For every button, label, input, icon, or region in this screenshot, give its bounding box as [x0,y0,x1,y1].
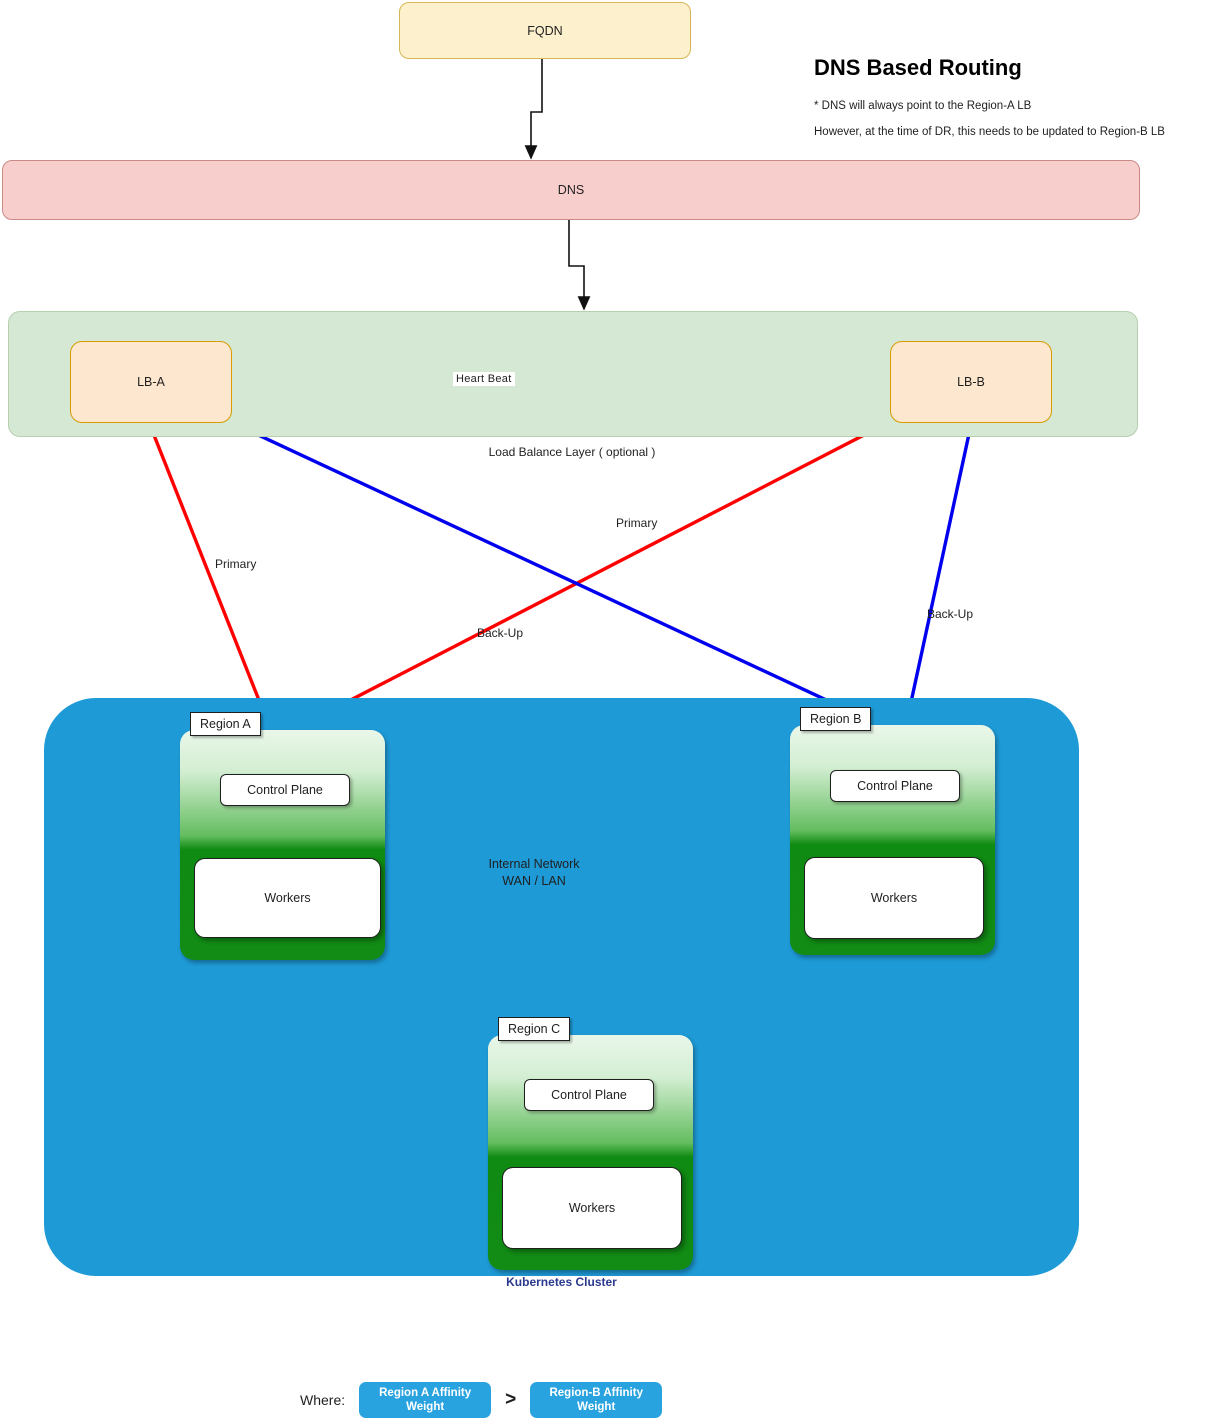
region-a-card[interactable]: Region A Control Plane Workers [180,712,385,960]
region-c-workers[interactable]: Workers [502,1167,682,1249]
dns-node[interactable]: DNS [2,160,1140,220]
lb-a-node[interactable]: LB-A [70,341,232,423]
legend: Where: Region A Affinity Weight > Region… [300,1382,663,1418]
region-c-control-plane[interactable]: Control Plane [524,1079,654,1111]
region-b-workers[interactable]: Workers [804,857,984,939]
region-c-tag: Region C [498,1017,571,1041]
lb-b-label: LB-B [957,375,985,389]
route-lba-primary [146,419,274,737]
region-a-tag: Region A [190,712,261,736]
region-b-tag: Region B [800,707,872,731]
internal-network-line2: WAN / LAN [502,874,566,888]
fqdn-label: FQDN [527,23,563,38]
route-label-backup-a: Back-Up [477,626,524,640]
kubernetes-cluster-caption: Kubernetes Cluster [506,1275,617,1289]
route-label-backup-b: Back-Up [927,607,974,621]
heartbeat-label: Heart Beat [453,372,515,386]
route-label-primary-a: Primary [215,557,257,571]
legend-pill-region-a: Region A Affinity Weight [359,1382,492,1418]
lb-a-label: LB-A [137,375,165,389]
route-lba-backup [225,418,901,735]
fqdn-node[interactable]: FQDN [399,2,691,59]
region-b-control-plane[interactable]: Control Plane [830,770,960,802]
lb-b-node[interactable]: LB-B [890,341,1052,423]
internal-network-label: Internal Network WAN / LAN [454,856,614,890]
legend-pill-region-b: Region-B Affinity Weight [530,1382,663,1418]
page-title: DNS Based Routing [814,55,1022,80]
route-label-primary-b: Primary [616,516,658,530]
connector-dns-to-lb [568,218,591,311]
route-lbb-backup [898,419,974,734]
legend-where-label: Where: [300,1392,346,1408]
route-lbb-primary [277,418,894,738]
region-b-card[interactable]: Region B Control Plane Workers [790,707,995,955]
note-line-2: However, at the time of DR, this needs t… [814,126,1165,138]
region-a-control-plane[interactable]: Control Plane [220,774,350,806]
legend-operator: > [505,1389,517,1410]
note-line-1: * DNS will always point to the Region-A … [814,100,1032,112]
connector-fqdn-to-dns [524,57,543,160]
load-balance-layer-caption: Load Balance Layer ( optional ) [488,445,656,459]
dns-label: DNS [557,183,585,197]
region-a-workers[interactable]: Workers [194,858,381,938]
internal-network-line1: Internal Network [488,857,580,871]
region-c-card[interactable]: Region C Control Plane Workers [488,1017,693,1270]
